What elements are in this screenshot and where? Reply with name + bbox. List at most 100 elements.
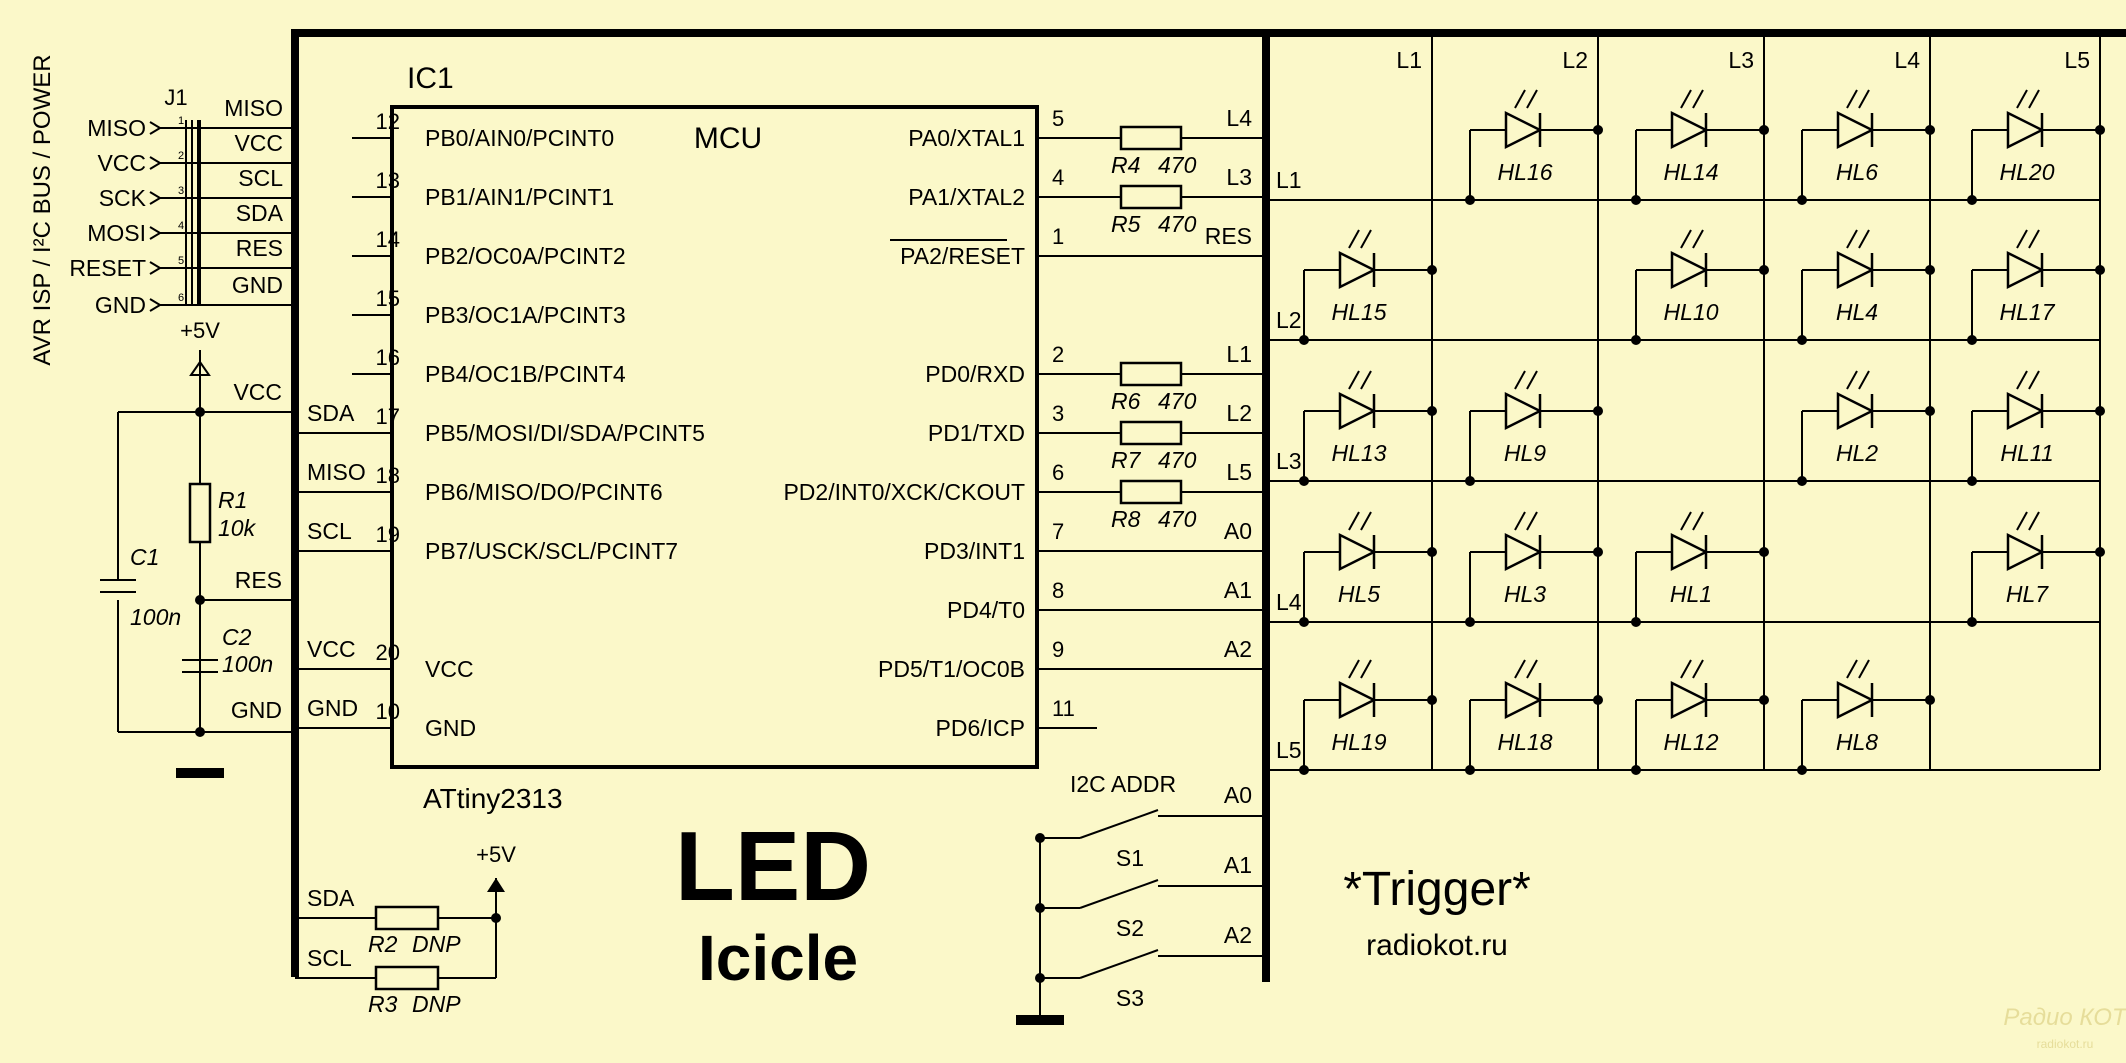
mcu-right-pin-number: 8 xyxy=(1052,578,1064,603)
power-wiring xyxy=(100,350,295,778)
connector-pin-label: GND xyxy=(95,292,146,318)
mcu-left-pin-name: PB5/MOSI/DI/SDA/PCINT5 xyxy=(425,420,705,446)
led-ref: HL18 xyxy=(1498,729,1553,755)
switch-junction xyxy=(1035,903,1045,913)
led-ref: HL5 xyxy=(1338,581,1380,607)
led-hl11: HL11 xyxy=(1967,370,2105,486)
watermark-line1: Радио КОТ xyxy=(2003,1004,2126,1031)
led-anode-junction xyxy=(1593,695,1603,705)
r3-value: DNP xyxy=(412,991,461,1017)
led-ref: HL16 xyxy=(1498,159,1553,185)
author-label: *Trigger* xyxy=(1343,863,1531,916)
led-cathode-junction xyxy=(1967,335,1977,345)
mcu-right-pin-name: PA1/XTAL2 xyxy=(908,184,1025,210)
switch-wiring xyxy=(1016,838,1064,1025)
led-diode-icon xyxy=(1836,110,1875,150)
connector-pin-number: 3 xyxy=(178,185,184,197)
led-light-arrows-icon xyxy=(1846,659,1870,679)
led-hl18: HL18 xyxy=(1465,659,1603,775)
mcu-right-pin-number: 7 xyxy=(1052,519,1064,544)
led-light-arrows-icon xyxy=(1348,659,1372,679)
left-bus xyxy=(291,29,2126,977)
led-hl3: HL3 xyxy=(1465,511,1603,627)
led-light-arrows-icon xyxy=(2016,229,2040,249)
led-anode-junction xyxy=(2095,125,2105,135)
ic-ref: IC1 xyxy=(407,62,454,95)
mcu-right-pin-number: 1 xyxy=(1052,224,1064,249)
led-diode-icon xyxy=(1504,532,1543,572)
led-anode-junction xyxy=(1759,547,1769,557)
led-light-arrows-icon xyxy=(1680,89,1704,109)
led-hl12: HL12 xyxy=(1631,659,1769,775)
series-resistor-ref: R4 xyxy=(1111,152,1140,178)
led-anode-junction xyxy=(1427,547,1437,557)
led-cathode-junction xyxy=(1465,765,1475,775)
site-label: radiokot.ru xyxy=(1366,929,1508,962)
led-light-arrows-icon xyxy=(1680,511,1704,531)
connector-pin-arrow xyxy=(149,156,162,170)
led-cathode-junction xyxy=(1631,195,1641,205)
led-diode-icon xyxy=(1836,680,1875,720)
led-diode-icon xyxy=(1338,391,1377,431)
led-anode-junction xyxy=(1759,695,1769,705)
mcu-body xyxy=(390,105,1039,769)
led-light-arrows-icon xyxy=(1846,229,1870,249)
matrix-column-label: L3 xyxy=(1728,47,1754,73)
led-diode-icon xyxy=(1670,110,1709,150)
led-cathode-junction xyxy=(1797,476,1807,486)
mcu-left-pin-number: 10 xyxy=(376,699,400,724)
led-ref: HL1 xyxy=(1670,581,1712,607)
mcu-right-pin-name: PD1/TXD xyxy=(928,420,1025,446)
series-resistor-ref: R7 xyxy=(1111,447,1142,473)
mcu-left-pin-name: VCC xyxy=(425,656,474,682)
led-ref: HL20 xyxy=(2000,159,2055,185)
connector-pin-net: VCC xyxy=(234,130,283,156)
series-resistor-value: 470 xyxy=(1158,152,1197,178)
led-hl16: HL16 xyxy=(1465,89,1603,205)
mcu-right-pin-number: 4 xyxy=(1052,165,1064,190)
led-diode-icon xyxy=(1338,250,1377,290)
matrix-column-label: L2 xyxy=(1562,47,1588,73)
matrix-row-label: L2 xyxy=(1276,307,1302,333)
series-resistor-ref: R6 xyxy=(1111,388,1141,414)
title-line1: LED xyxy=(675,811,871,921)
matrix-row-label: L1 xyxy=(1276,167,1302,193)
mcu-right-pin-number: 9 xyxy=(1052,637,1064,662)
led-ref: HL9 xyxy=(1504,440,1546,466)
led-anode-junction xyxy=(2095,406,2105,416)
led-cathode-junction xyxy=(1465,195,1475,205)
mcu-left-pin-net: SDA xyxy=(307,400,355,426)
led-anode-junction xyxy=(1925,695,1935,705)
mcu-right-pin-number: 11 xyxy=(1052,696,1075,721)
mcu-right-pin-name: PA0/XTAL1 xyxy=(908,125,1025,151)
led-hl5: HL5 xyxy=(1299,511,1437,627)
mcu-left-pin-number: 12 xyxy=(376,109,400,134)
led-anode-junction xyxy=(1593,547,1603,557)
led-cathode-junction xyxy=(1797,335,1807,345)
led-diode-icon xyxy=(1836,250,1875,290)
series-resistor-value: 470 xyxy=(1158,506,1197,532)
switch-lever xyxy=(1079,809,1159,839)
switch-ref: S1 xyxy=(1116,845,1144,871)
led-anode-junction xyxy=(2095,265,2105,275)
switch-lever xyxy=(1079,949,1159,979)
led-light-arrows-icon xyxy=(2016,89,2040,109)
led-hl13: HL13 xyxy=(1299,370,1437,486)
watermark-line2: radiokot.ru xyxy=(2037,1037,2094,1051)
led-light-arrows-icon xyxy=(2016,370,2040,390)
vcc-net-label: VCC xyxy=(233,379,282,405)
led-diode-icon xyxy=(1504,110,1543,150)
pullup-supply-label: +5V xyxy=(476,842,516,867)
led-cathode-junction xyxy=(1465,617,1475,627)
led-anode-junction xyxy=(1925,406,1935,416)
mcu-left-pin-name: PB7/USCK/SCL/PCINT7 xyxy=(425,538,678,564)
led-cathode-junction xyxy=(1967,195,1977,205)
mcu-right-pin-net: A0 xyxy=(1224,518,1252,544)
led-light-arrows-icon xyxy=(1680,659,1704,679)
led-cathode-junction xyxy=(1631,335,1641,345)
mcu-right-pin-net: A1 xyxy=(1224,577,1252,603)
switch-junction xyxy=(1035,973,1045,983)
series-resistor xyxy=(1119,184,1183,210)
